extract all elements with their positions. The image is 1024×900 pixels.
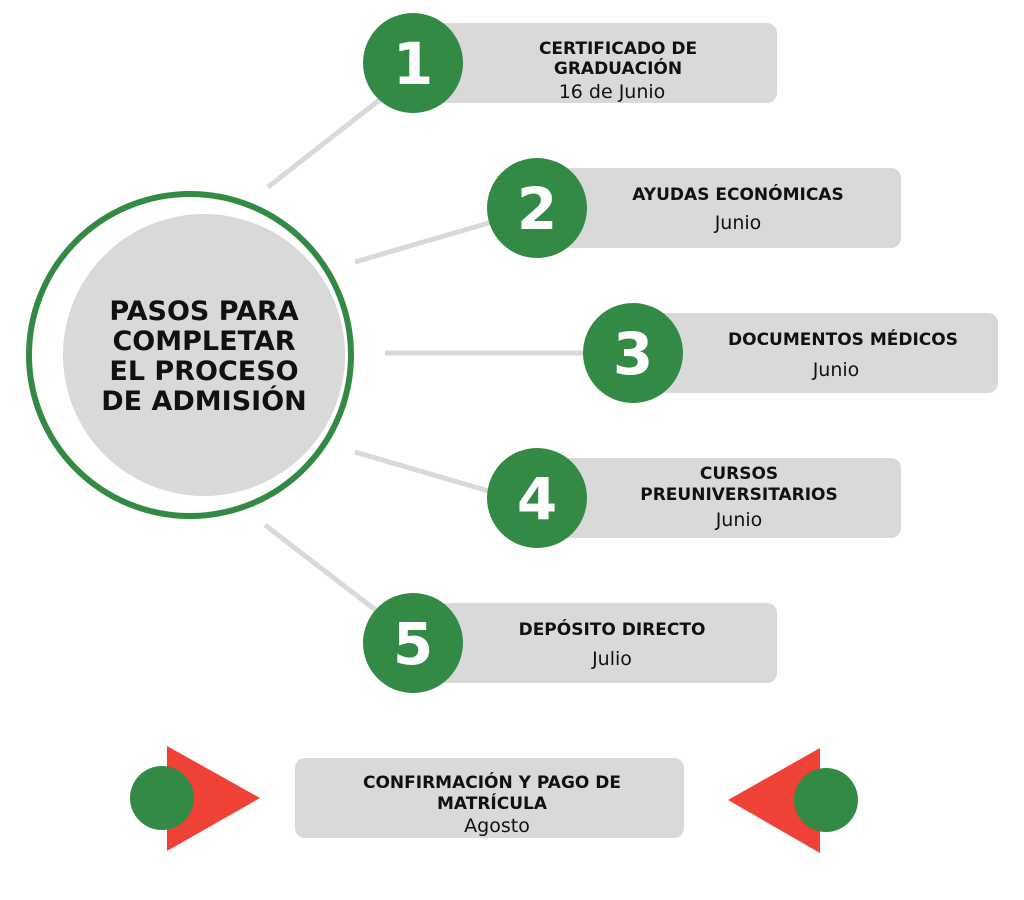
connector-1 xyxy=(266,96,384,189)
hub-title-line: COMPLETAR xyxy=(112,326,295,357)
final-title: CONFIRMACIÓN Y PAGO DE xyxy=(363,771,621,793)
left-arrow-icon xyxy=(728,748,820,853)
final-date: Agosto xyxy=(464,815,530,837)
final-step: CONFIRMACIÓN Y PAGO DE MATRÍCULA Agosto xyxy=(130,746,858,853)
step-date: Julio xyxy=(591,648,632,670)
final-title: MATRÍCULA xyxy=(437,792,548,814)
step-box xyxy=(412,603,777,683)
hub-circle xyxy=(63,214,345,496)
step-box xyxy=(537,168,901,248)
step-number: 5 xyxy=(393,610,433,678)
right-dot-icon xyxy=(794,768,858,832)
step-title: AYUDAS ECONÓMICAS xyxy=(632,183,843,205)
right-arrow-icon xyxy=(167,746,260,851)
step-date: Junio xyxy=(714,212,762,234)
step-date: 16 de Junio xyxy=(559,81,666,103)
step-2: 2 AYUDAS ECONÓMICAS Junio xyxy=(487,158,901,258)
step-5: 5 DEPÓSITO DIRECTO Julio xyxy=(363,593,777,693)
step-date: Junio xyxy=(812,359,860,381)
final-box xyxy=(295,758,684,838)
step-date: Junio xyxy=(715,509,763,531)
step-number-circle xyxy=(583,303,683,403)
step-title: DEPÓSITO DIRECTO xyxy=(519,618,706,640)
step-title: GRADUACIÓN xyxy=(554,57,682,79)
hub-title-line: EL PROCESO xyxy=(109,356,298,387)
step-3: 3 DOCUMENTOS MÉDICOS Junio xyxy=(583,303,998,403)
step-number: 3 xyxy=(613,320,653,388)
step-number-circle xyxy=(363,13,463,113)
step-1: 1 CERTIFICADO DE GRADUACIÓN 16 de Junio xyxy=(363,13,777,113)
step-4: 4 CURSOS PREUNIVERSITARIOS Junio xyxy=(487,448,901,548)
step-title: CURSOS xyxy=(700,464,778,484)
hub-title-line: DE ADMISIÓN xyxy=(101,385,307,417)
step-number-circle xyxy=(487,158,587,258)
step-number-circle xyxy=(363,593,463,693)
connector-2 xyxy=(354,219,493,265)
left-dot-icon xyxy=(130,766,194,830)
connector-4 xyxy=(354,449,493,495)
step-box xyxy=(633,313,998,393)
step-number: 2 xyxy=(517,175,557,243)
step-title: DOCUMENTOS MÉDICOS xyxy=(728,328,958,350)
step-title: CERTIFICADO DE xyxy=(539,39,697,59)
step-number: 4 xyxy=(517,465,557,533)
step-number-circle xyxy=(487,448,587,548)
step-number: 1 xyxy=(393,30,433,98)
step-title: PREUNIVERSITARIOS xyxy=(640,485,838,505)
step-box xyxy=(412,23,777,103)
central-hub: PASOS PARA COMPLETAR EL PROCESO DE ADMIS… xyxy=(26,191,354,519)
step-box xyxy=(537,458,901,538)
hub-title-line: PASOS PARA xyxy=(109,296,298,327)
connector-lines xyxy=(263,96,588,614)
connector-5 xyxy=(263,523,380,614)
